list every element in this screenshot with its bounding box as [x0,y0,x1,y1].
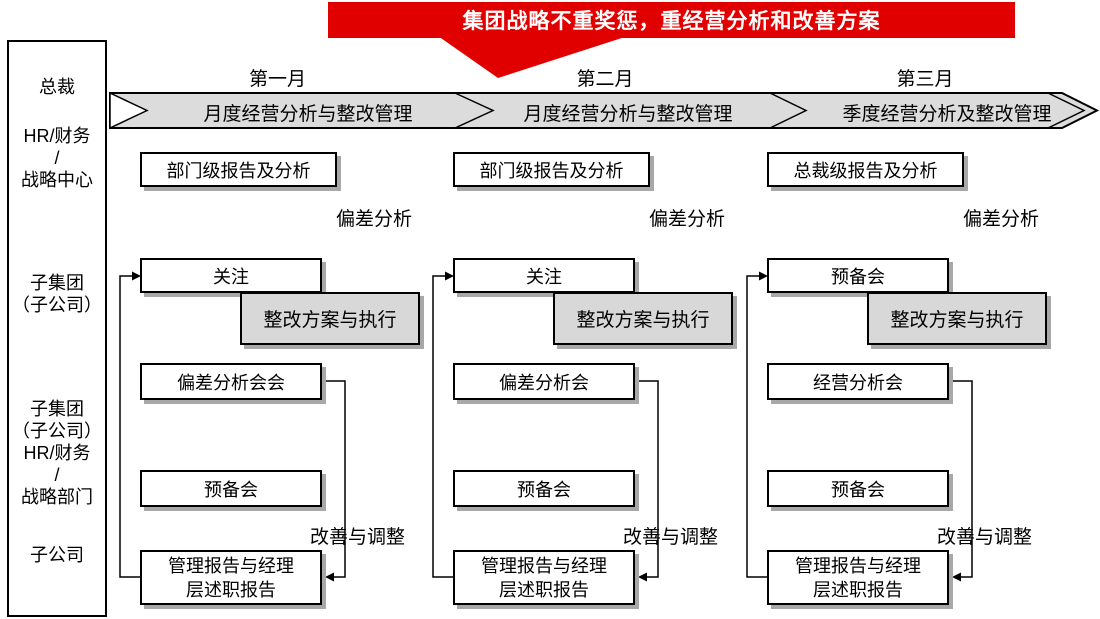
focus-box: 关注 [453,258,635,293]
prep-meeting-box: 预备会 [767,470,949,507]
role-subgroup-hr-finance-strategy-dept: 子集团 （子公司） HR/财务 / 战略部门 [12,399,102,507]
management-report-box: 管理报告与经理 层述职报告 [453,550,635,605]
role-subsidiary: 子公司 [30,545,84,565]
process-column-2: 部门级报告及分析 偏差分析 关注 整改方案与执行 偏差分析会 预备会 改善与调整… [453,0,803,619]
process-column-3: 总裁级报告及分析 偏差分析 预备会 整改方案与执行 经营分析会 预备会 改善与调… [767,0,1100,619]
meeting-to-mgmt-right [949,380,973,578]
chevron-separator-2 [769,92,808,129]
month-title-3: 第三月 [896,69,954,90]
deviation-analysis-label: 偏差分析 [962,209,1039,230]
analysis-meeting-box: 偏差分析会 [453,363,635,400]
strategy-banner: 集团战略不重奖惩，重经营分析和改善方案 [328,2,1015,38]
phase-label-2: 月度经营分析与整改管理 [523,104,733,125]
focus-box: 关注 [140,258,322,293]
management-report-box: 管理报告与经理 层述职报告 [767,550,949,605]
meeting-to-mgmt-right [635,380,659,578]
rectification-plan-box: 整改方案与执行 [553,292,733,345]
chevron-tip-inner [1047,92,1086,129]
analysis-meeting-box: 偏差分析会会 [140,363,322,400]
arrowhead-into-mgmt [952,572,961,582]
phase-label-1: 月度经营分析与整改管理 [203,104,413,125]
connectors-column-2 [432,271,659,582]
role-president: 总裁 [39,77,75,97]
report-box: 部门级报告及分析 [453,152,650,187]
prep-meeting-box: 预备会 [453,470,635,507]
arrowhead-into-mgmt [638,572,647,582]
report-box: 部门级报告及分析 [140,152,337,187]
chevron-separator-1 [454,92,495,129]
improvement-adjustment-label: 改善与调整 [622,527,718,548]
management-report-box: 管理报告与经理 层述职报告 [140,550,322,605]
analysis-meeting-box: 经营分析会 [767,363,949,400]
phase-label-3: 季度经营分析及整改管理 [842,104,1052,125]
report-box: 总裁级报告及分析 [767,152,964,187]
feedback-loop-left [432,275,453,578]
improvement-adjustment-label: 改善与调整 [309,527,405,548]
role-subgroup-subsidiary: 子集团 （子公司） [12,273,102,315]
deviation-analysis-label: 偏差分析 [648,209,725,230]
connectors-column-3 [746,271,973,582]
banner-callout-pointer [438,36,628,78]
improvement-adjustment-label: 改善与调整 [936,527,1032,548]
feedback-loop-left [119,275,140,578]
arrowhead-into-focus [445,271,454,281]
arrowhead-into-focus [132,271,141,281]
month-title-1: 第一月 [248,69,306,90]
arrowhead-into-mgmt [325,572,334,582]
ribbon-start-notch [109,91,149,130]
process-column-1: 部门级报告及分析 偏差分析 关注 整改方案与执行 偏差分析会会 预备会 改善与调… [140,0,490,619]
feedback-loop-left [746,275,767,578]
rectification-plan-box: 整改方案与执行 [240,292,420,345]
strategy-banner-text: 集团战略不重奖惩，重经营分析和改善方案 [462,10,881,33]
month-title-2: 第二月 [576,69,634,90]
roles-sidebar: 总裁 HR/财务 / 战略中心 子集团 （子公司） 子集团 （子公司） HR/财… [7,40,107,617]
rectification-plan-box: 整改方案与执行 [867,292,1047,345]
timeline-ribbon [109,91,1100,130]
connectors-column-1 [119,271,346,582]
arrowhead-into-focus [759,271,768,281]
focus-box: 预备会 [767,258,949,293]
deviation-analysis-label: 偏差分析 [335,209,412,230]
prep-meeting-box: 预备会 [140,470,322,507]
meeting-to-mgmt-right [322,380,346,578]
role-hr-finance-strategy-center: HR/财务 / 战略中心 [21,126,93,190]
